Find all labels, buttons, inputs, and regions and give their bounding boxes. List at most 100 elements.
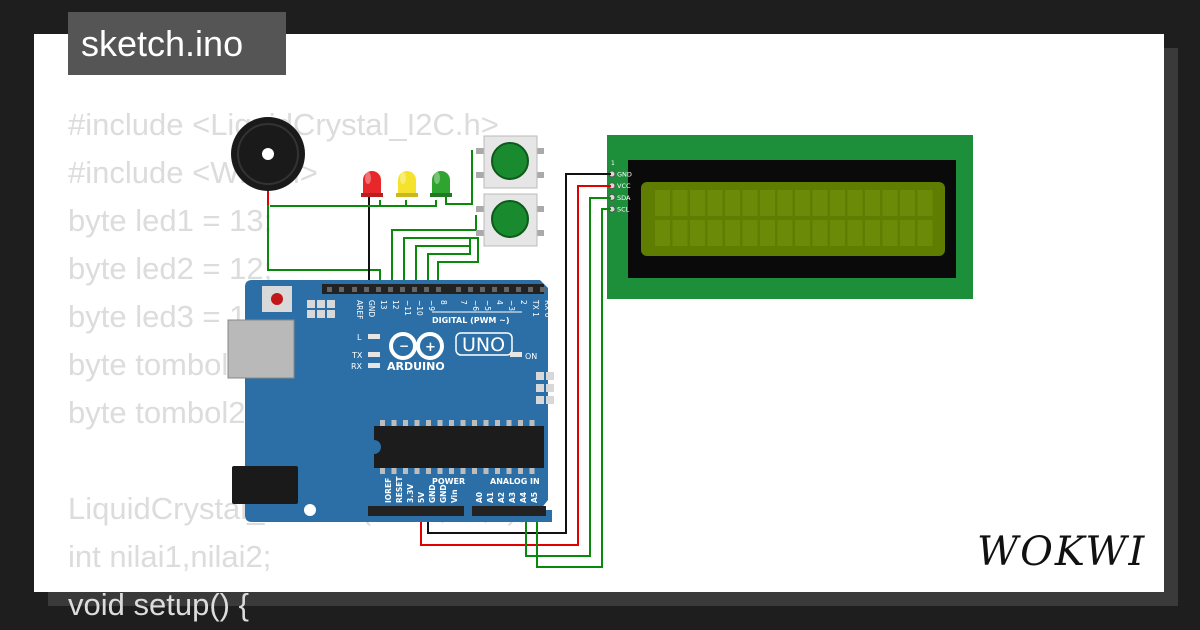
header-hole bbox=[504, 287, 509, 292]
header-hole bbox=[456, 287, 461, 292]
pushbutton-1[interactable] bbox=[476, 135, 544, 189]
wokwi-logo-text: WOKWI bbox=[977, 529, 1146, 575]
digital-pin-label: 7 bbox=[459, 300, 468, 305]
icsp-pin bbox=[536, 372, 544, 380]
icsp-pin bbox=[317, 310, 325, 318]
digital-pin-label: ~10 bbox=[415, 300, 424, 316]
power-analog-pin-label: A4 bbox=[519, 492, 528, 503]
chip-pin bbox=[426, 468, 431, 474]
digital-pin-label: ~11 bbox=[403, 300, 412, 316]
power-analog-pin-label: GND bbox=[439, 484, 448, 503]
power-analog-pin-label: Vin bbox=[450, 489, 459, 503]
file-tab[interactable]: sketch.ino bbox=[68, 12, 286, 75]
header-hole bbox=[516, 287, 521, 292]
buzzer[interactable] bbox=[231, 117, 305, 191]
icsp-pin bbox=[327, 310, 335, 318]
on-label: ON bbox=[525, 352, 537, 361]
lcd-cell bbox=[760, 190, 775, 216]
digital-header bbox=[322, 284, 544, 294]
digital-pin-label: ~3 bbox=[507, 300, 516, 311]
lcd-cell bbox=[707, 190, 723, 216]
code-line: byte led1 = 13; bbox=[68, 203, 273, 238]
chip-pin bbox=[414, 468, 420, 474]
wire-pin-10 bbox=[427, 238, 471, 290]
code-line: byte led2 = 12; bbox=[68, 251, 273, 286]
lcd-pin-one-label: 1 bbox=[611, 160, 615, 167]
lcd-pin-label: VCC bbox=[617, 182, 631, 190]
icsp-pin bbox=[536, 396, 544, 404]
uno-label: UNO bbox=[462, 334, 505, 356]
wire-led-red bbox=[270, 200, 381, 207]
header-hole bbox=[540, 287, 545, 292]
chip-pin bbox=[414, 420, 420, 426]
chip-pin bbox=[472, 420, 477, 426]
lcd-cell bbox=[917, 190, 933, 216]
wokwi-logo[interactable]: WOKWI bbox=[975, 525, 1150, 575]
lcd-cell bbox=[777, 190, 793, 216]
digital-pin-label: ~5 bbox=[483, 300, 492, 311]
analog-header bbox=[472, 506, 546, 516]
wires bbox=[267, 150, 611, 568]
led-yellow[interactable] bbox=[396, 171, 418, 197]
led-green[interactable] bbox=[430, 171, 452, 197]
chip-pin bbox=[403, 468, 408, 474]
lcd-cell bbox=[900, 190, 915, 216]
wire-pin-12 bbox=[403, 237, 479, 290]
lcd-cell bbox=[690, 220, 705, 246]
lcd-cell bbox=[777, 220, 793, 246]
chip-pin bbox=[426, 420, 431, 426]
header-hole bbox=[468, 287, 473, 292]
digital-pin-label: GND bbox=[367, 300, 376, 317]
digital-pin-label: ~6 bbox=[471, 300, 480, 311]
svg-text:+: + bbox=[425, 340, 436, 355]
header-hole bbox=[412, 287, 417, 292]
wire-scl bbox=[536, 208, 611, 568]
chip-pin bbox=[483, 420, 489, 426]
usb-connector bbox=[227, 319, 295, 379]
led-red[interactable] bbox=[361, 171, 383, 197]
chip-pin bbox=[403, 420, 408, 426]
header-hole bbox=[376, 287, 381, 292]
wire-gnd bbox=[427, 173, 611, 534]
header-hole bbox=[436, 287, 441, 292]
power-analog-pin-label: A5 bbox=[530, 492, 539, 503]
icsp-header bbox=[307, 300, 335, 318]
tx-label: TX bbox=[351, 351, 363, 360]
power-jack bbox=[232, 466, 298, 504]
chip-pin bbox=[529, 468, 535, 474]
chip-pin bbox=[495, 420, 500, 426]
wire-vcc bbox=[420, 185, 611, 546]
lcd-cell bbox=[672, 220, 688, 246]
analog-label: ANALOG IN bbox=[490, 477, 540, 486]
header-hole bbox=[400, 287, 405, 292]
lcd-pin-label: SCL bbox=[617, 206, 630, 214]
arduino-brand: ARDUINO bbox=[387, 360, 445, 373]
mounting-hole bbox=[304, 504, 316, 516]
digital-pin-label: 2 bbox=[519, 300, 528, 305]
wire-led-to-button bbox=[445, 150, 473, 205]
code-line: #include <LiquidCrystal_I2C.h> bbox=[68, 107, 499, 142]
digital-pin-label: RX 0 bbox=[543, 300, 552, 318]
buzzer-ring bbox=[237, 123, 299, 185]
icsp-pin bbox=[546, 396, 554, 404]
chip-pin bbox=[472, 468, 477, 474]
digital-label: DIGITAL (PWM ~) bbox=[432, 316, 510, 325]
power-analog-pin-label: 3.3V bbox=[406, 484, 415, 503]
code-line: int nilai1,nilai2; bbox=[68, 539, 272, 574]
svg-text:−: − bbox=[399, 339, 409, 353]
header-hole bbox=[424, 287, 429, 292]
buzzer-hole bbox=[262, 148, 274, 160]
on-led bbox=[510, 352, 522, 357]
header-hole bbox=[352, 287, 357, 292]
chip-pin bbox=[529, 420, 535, 426]
lcd-cell bbox=[672, 190, 688, 216]
lcd-cell bbox=[812, 190, 828, 216]
lcd-cell bbox=[742, 220, 758, 246]
power-analog-pin-label: 5V bbox=[417, 492, 426, 503]
pushbutton-2[interactable] bbox=[476, 193, 544, 247]
atmega-chip bbox=[374, 426, 544, 468]
chip-pin bbox=[506, 468, 512, 474]
